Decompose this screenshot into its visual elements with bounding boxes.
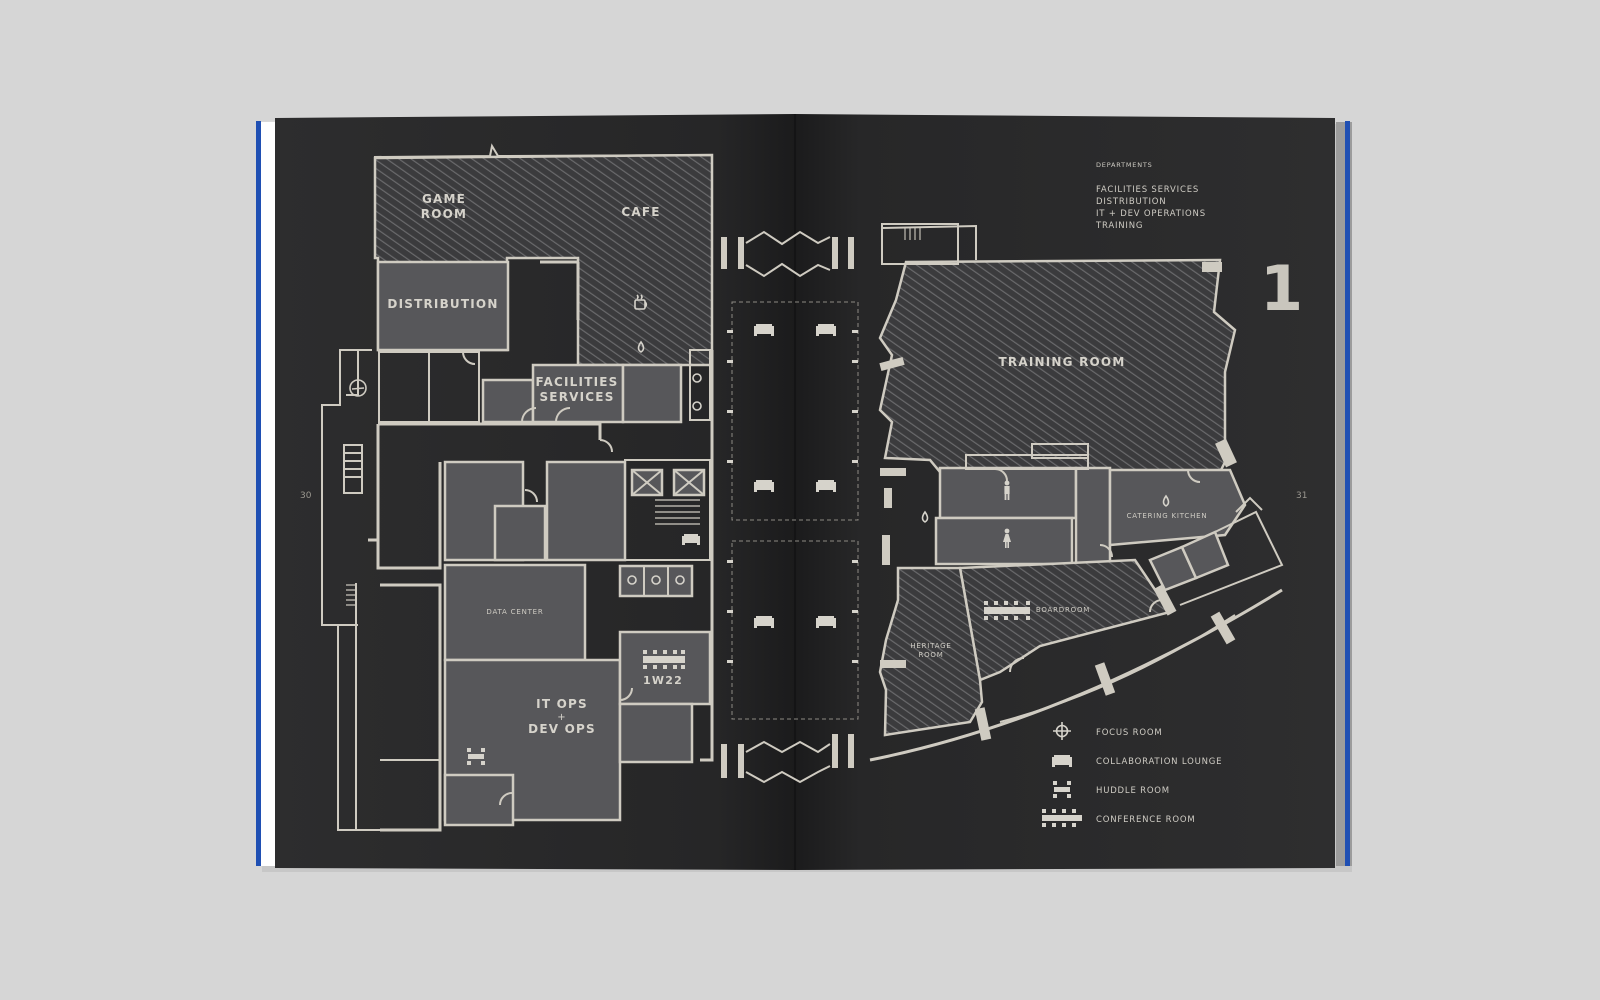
label-1w22: 1W22 bbox=[643, 674, 683, 687]
huddle-table-icon bbox=[1053, 781, 1071, 798]
room-data-center bbox=[443, 563, 587, 662]
label-cafe: CAFE bbox=[621, 205, 660, 219]
page-number-left: 30 bbox=[300, 491, 312, 501]
armchair-icon bbox=[1052, 755, 1072, 767]
label-itops-3: DEV OPS bbox=[528, 722, 596, 736]
page-number-right: 31 bbox=[1296, 491, 1307, 501]
legend: FOCUS ROOM COLLABORATION LOUNGE HUDDLE R… bbox=[1042, 722, 1222, 827]
label-data-center: DATA CENTER bbox=[486, 608, 543, 616]
label-game-room-1: GAME bbox=[422, 192, 466, 206]
label-facilities-1: FACILITIES bbox=[536, 375, 619, 389]
room-facilities bbox=[531, 363, 625, 424]
label-boardroom: BOARDROOM bbox=[1036, 606, 1090, 614]
room-distribution bbox=[376, 260, 510, 352]
room-training bbox=[878, 258, 1237, 474]
conference-table-icon bbox=[1042, 809, 1082, 827]
armchair-icon bbox=[682, 324, 836, 628]
left-edge-accent bbox=[256, 121, 261, 866]
department-item: DISTRIBUTION bbox=[1096, 197, 1166, 207]
label-itops-2: + bbox=[557, 712, 567, 723]
floor-plan-right bbox=[869, 223, 1284, 762]
label-distribution: DISTRIBUTION bbox=[387, 297, 498, 311]
floor-plan-left bbox=[321, 143, 714, 832]
floor-number: 1 bbox=[1260, 252, 1303, 325]
water-drop-icon bbox=[637, 340, 645, 353]
room-catering-kitchen bbox=[1108, 468, 1247, 547]
label-itops-1: IT OPS bbox=[536, 697, 588, 711]
label-game-room-2: ROOM bbox=[421, 207, 467, 221]
legend-label: COLLABORATION LOUNGE bbox=[1096, 757, 1222, 767]
crosshair-icon bbox=[1053, 722, 1071, 740]
right-edge-accent bbox=[1345, 121, 1350, 866]
conference-table-icon bbox=[984, 601, 1030, 620]
label-heritage-2: ROOM bbox=[918, 651, 943, 659]
coffee-icon bbox=[634, 294, 648, 310]
department-item: FACILITIES SERVICES bbox=[1096, 185, 1199, 195]
legend-label: FOCUS ROOM bbox=[1096, 728, 1162, 738]
departments-list: DEPARTMENTS FACILITIES SERVICES DISTRIBU… bbox=[1095, 161, 1206, 231]
room-labels: GAME ROOM CAFE DISTRIBUTION FACILITIES S… bbox=[387, 192, 1208, 736]
lounge-strip bbox=[721, 230, 859, 784]
departments-heading: DEPARTMENTS bbox=[1096, 161, 1153, 169]
label-training-room: TRAINING ROOM bbox=[999, 355, 1126, 369]
map-icons bbox=[467, 294, 1170, 765]
legend-label: CONFERENCE ROOM bbox=[1096, 815, 1196, 825]
department-item: IT + DEV OPERATIONS bbox=[1096, 209, 1206, 219]
legend-label: HUDDLE ROOM bbox=[1096, 786, 1170, 796]
huddle-table-icon bbox=[467, 748, 485, 765]
conference-table-icon bbox=[643, 650, 685, 669]
water-drop-icon bbox=[921, 510, 929, 523]
woman-restroom-icon bbox=[1003, 528, 1011, 548]
man-restroom-icon bbox=[1004, 480, 1010, 500]
label-catering-kitchen: CATERING KITCHEN bbox=[1127, 512, 1208, 520]
water-drop-icon bbox=[1162, 494, 1170, 507]
department-item: TRAINING bbox=[1095, 221, 1143, 231]
label-heritage-1: HERITAGE bbox=[910, 642, 951, 650]
room-heritage bbox=[878, 566, 984, 737]
stall-icon bbox=[627, 373, 702, 585]
label-facilities-2: SERVICES bbox=[539, 390, 614, 404]
